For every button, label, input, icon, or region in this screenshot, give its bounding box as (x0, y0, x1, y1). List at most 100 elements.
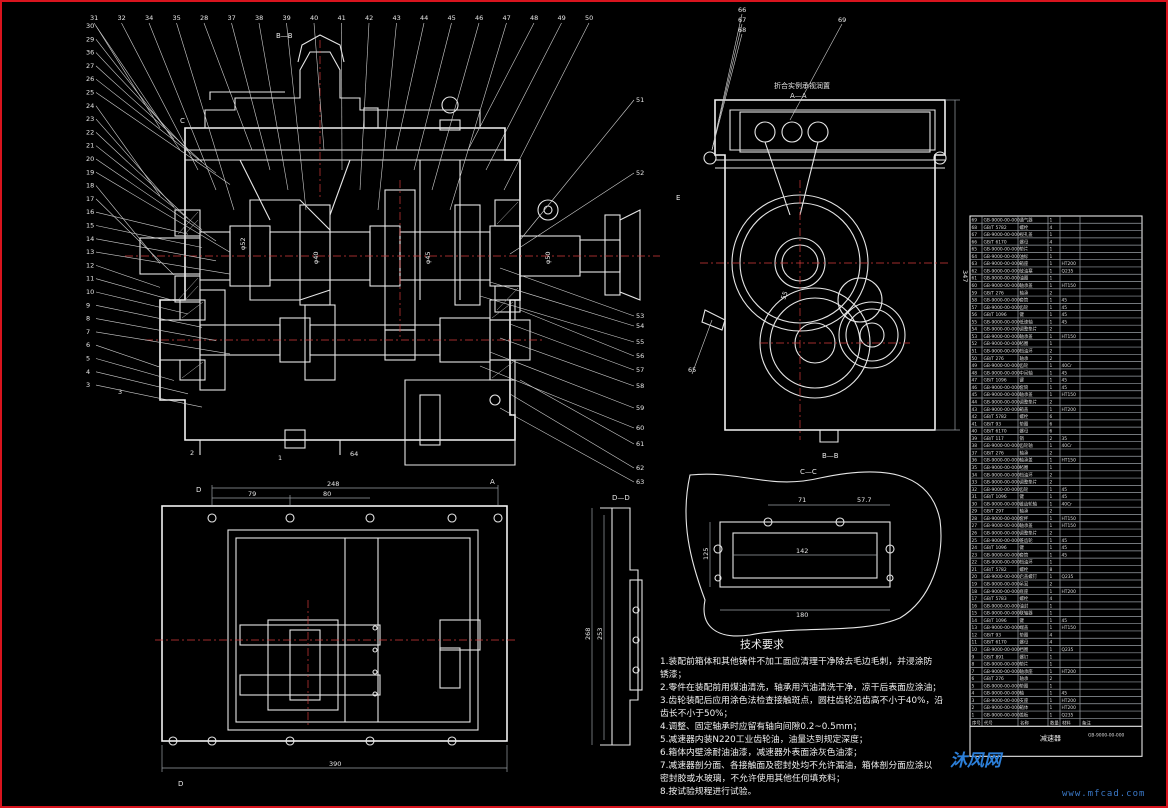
part-callout: 4 (86, 368, 90, 376)
bom-cell-no: 31 (972, 494, 978, 500)
leader-line (359, 22, 370, 191)
tech-req-line: 7.减速器剖分面、各接触面及密封处均不允许漏油，箱体剖分面应涂以 (660, 759, 933, 771)
bom-cell-qty: 1 (1050, 392, 1053, 398)
bom-cell-mat: 45 (1062, 691, 1068, 697)
bom-cell-name: 螺栓 (1020, 224, 1029, 231)
leader-line (286, 22, 307, 211)
part-callout: 15 (86, 222, 94, 230)
part-callout: 38 (255, 14, 263, 22)
leader-line (176, 22, 235, 211)
bom-cell-qty: 1 (1050, 232, 1053, 238)
bom-cell-no: 6 (972, 676, 975, 682)
leader-line (509, 172, 635, 255)
bom-cell-mat: 40Cr (1062, 363, 1073, 369)
bom-cell-no: 66 (972, 239, 978, 245)
bom-cell-mat: 45 (1062, 312, 1068, 318)
bom-cell-code: GB-9000-00-000 (984, 392, 1021, 398)
bom-cell-code: GB-9000-00-000 (984, 560, 1021, 566)
part-callout: 58 (636, 382, 644, 390)
leader-line (95, 331, 231, 355)
bom-cell-no: 8 (972, 662, 975, 668)
bom-cell-qty: 1 (1050, 618, 1053, 624)
bom-cell-qty: 1 (1050, 298, 1053, 304)
bom-cell-qty: 1 (1050, 254, 1053, 260)
technical-requirements: 技术要求 1.装配前箱体和其他铸件不加工面应清理干净除去毛边毛刺，并浸涂防 锈漆… (660, 638, 943, 797)
part-callout: 69 (838, 16, 846, 24)
bom-cell-mat: HT200 (1062, 669, 1077, 675)
leader-line (691, 319, 713, 375)
part-callout: 55 (636, 338, 644, 346)
bom-cell-no: 18 (972, 589, 978, 595)
leader-line (499, 267, 635, 317)
bom-cell-name: 毡圈 (1020, 340, 1029, 347)
bom-cell-name: 调整垫片 (1020, 398, 1038, 405)
bom-cell-no: 10 (972, 647, 978, 653)
bom-cell-code: GB/T 93 (984, 421, 1002, 427)
bom-cell-name: 挡圈 (1020, 646, 1029, 653)
tech-req-line: 2.零件在装配前用煤油清洗，轴承用汽油清洗干净，凉干后表面应涂油； (660, 681, 941, 693)
bom-cell-code: GB/T 276 (984, 356, 1005, 362)
bom-cell-no: 45 (972, 392, 978, 398)
part-callout: 63 (636, 478, 644, 486)
part-callout: 31 (90, 14, 98, 22)
bom-cell-name: 启盖螺钉 (1020, 573, 1038, 580)
tech-req-line: 齿长不小于50%； (660, 707, 732, 719)
bom-cell-name: 键 (1020, 544, 1025, 551)
tech-req-line: 8.按试验规程进行试验。 (660, 785, 756, 797)
part-callout: 47 (503, 14, 511, 22)
leader-line (413, 22, 452, 171)
section-label-bb-bottom: B—B (822, 452, 839, 460)
bom-cell-name: 轴承 (1020, 355, 1029, 362)
bom-cell-name: 螺栓 (1020, 595, 1029, 602)
bom-cell-qty: 1 (1050, 247, 1053, 253)
plan-mid-dim: 80 (323, 490, 331, 498)
bom-cell-code: GB/T 5782 (984, 414, 1007, 420)
bom-cell-code: GB-9000-00-000 (984, 611, 1021, 617)
bom-cell-mat: HT150 (1062, 392, 1077, 398)
title-block-code: GB-9000-00-000 (1088, 732, 1125, 738)
bom-cell-name: 盖板 (1020, 712, 1029, 719)
bom-cell-mat: HT150 (1062, 458, 1077, 464)
bom-cell-code: GB-9000-00-000 (984, 268, 1021, 274)
bom-cell-no: 65 (972, 247, 978, 253)
bom-cell-no: 35 (972, 465, 978, 471)
bom-cell-no: 17 (972, 596, 978, 602)
bom-cell-no: 29 (972, 509, 978, 515)
bom-cell-name: 套筒 (1020, 384, 1029, 391)
left-callouts: 3029362726252423222120191817161514131211… (86, 22, 231, 408)
bom-cell-no: 25 (972, 538, 978, 544)
tech-req-line: 6.箱体内壁涂耐油油漆，减速器外表面涂灰色油漆； (660, 746, 862, 758)
bom-cell-name: 油标 (1020, 253, 1029, 260)
bom-cell-qty: 2 (1050, 399, 1053, 405)
bom-cell-no: 15 (972, 611, 978, 617)
bom-cell-no: 30 (972, 501, 978, 507)
part-callout: 2 (190, 449, 194, 457)
bom-cell-name: 轴承盖 (1020, 333, 1034, 340)
bom-cell-mat: 45 (1062, 545, 1068, 551)
bom-cell-code: GB-9000-00-000 (984, 458, 1021, 464)
title-block-name: 减速器 (1040, 733, 1061, 742)
bom-cell-code: GB-9000-00-000 (984, 334, 1021, 340)
bom-header-cell: 材料 (1062, 719, 1071, 726)
part-callout: 60 (636, 424, 644, 432)
bom-cell-qty: 1 (1050, 705, 1053, 711)
plan-width-dim: 390 (329, 760, 341, 768)
cover-dim-b: 57.7 (857, 496, 871, 504)
bom-cell-no: 64 (972, 254, 978, 260)
bom-cell-name: 套筒 (1020, 551, 1029, 558)
bom-cell-no: 1 (972, 713, 975, 719)
bom-cell-code: GB/T 1096 (984, 545, 1007, 551)
part-callout: 10 (86, 288, 94, 296)
tech-req-line: 3.齿轮装配后应用涂色法检查接触斑点，圆柱齿轮沿齿高不小于40%，沿 (660, 694, 943, 706)
leader-line (95, 158, 217, 242)
bom-cell-qty: 1 (1050, 312, 1053, 318)
bom-cell-code: GB/T 1096 (984, 494, 1007, 500)
bom-cell-qty: 1 (1050, 574, 1053, 580)
bom-cell-qty: 6 (1050, 429, 1053, 435)
bom-cell-no: 5 (972, 683, 975, 689)
watermark-url: www.mfcad.com (1062, 789, 1145, 799)
part-callout: 67 (738, 16, 746, 24)
bom-cell-no: 2 (972, 705, 975, 711)
part-callout: 39 (283, 14, 291, 22)
